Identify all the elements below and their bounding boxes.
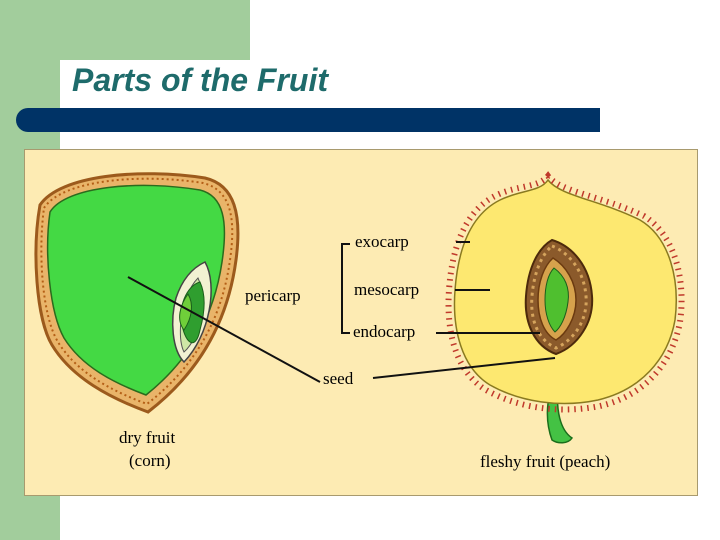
label-pointers	[127, 241, 556, 383]
title-area	[60, 60, 720, 110]
label-dry-fruit-example: (corn)	[129, 451, 171, 470]
label-dry-fruit: dry fruit	[119, 428, 176, 447]
corn-kernel-illustration	[34, 172, 240, 414]
label-fleshy-fruit: fleshy fruit (peach)	[480, 452, 611, 471]
corn-outer-dots	[40, 177, 234, 406]
peach-seed	[544, 267, 569, 333]
label-endocarp: endocarp	[353, 322, 416, 341]
seed-pointer-corn	[127, 276, 321, 383]
peach-illustration	[445, 171, 685, 444]
seed-pointer-peach	[372, 357, 556, 379]
slide-title: Parts of the Fruit	[72, 62, 329, 98]
pericarp-bracket	[341, 243, 350, 334]
label-mesocarp: mesocarp	[354, 280, 420, 299]
corn-embryo-shoot	[179, 293, 192, 331]
label-exocarp: exocarp	[355, 232, 409, 251]
title-underline-bar	[16, 108, 600, 132]
label-seed: seed	[323, 369, 354, 388]
label-pericarp: pericarp	[245, 286, 301, 305]
pit-texture	[530, 244, 588, 350]
